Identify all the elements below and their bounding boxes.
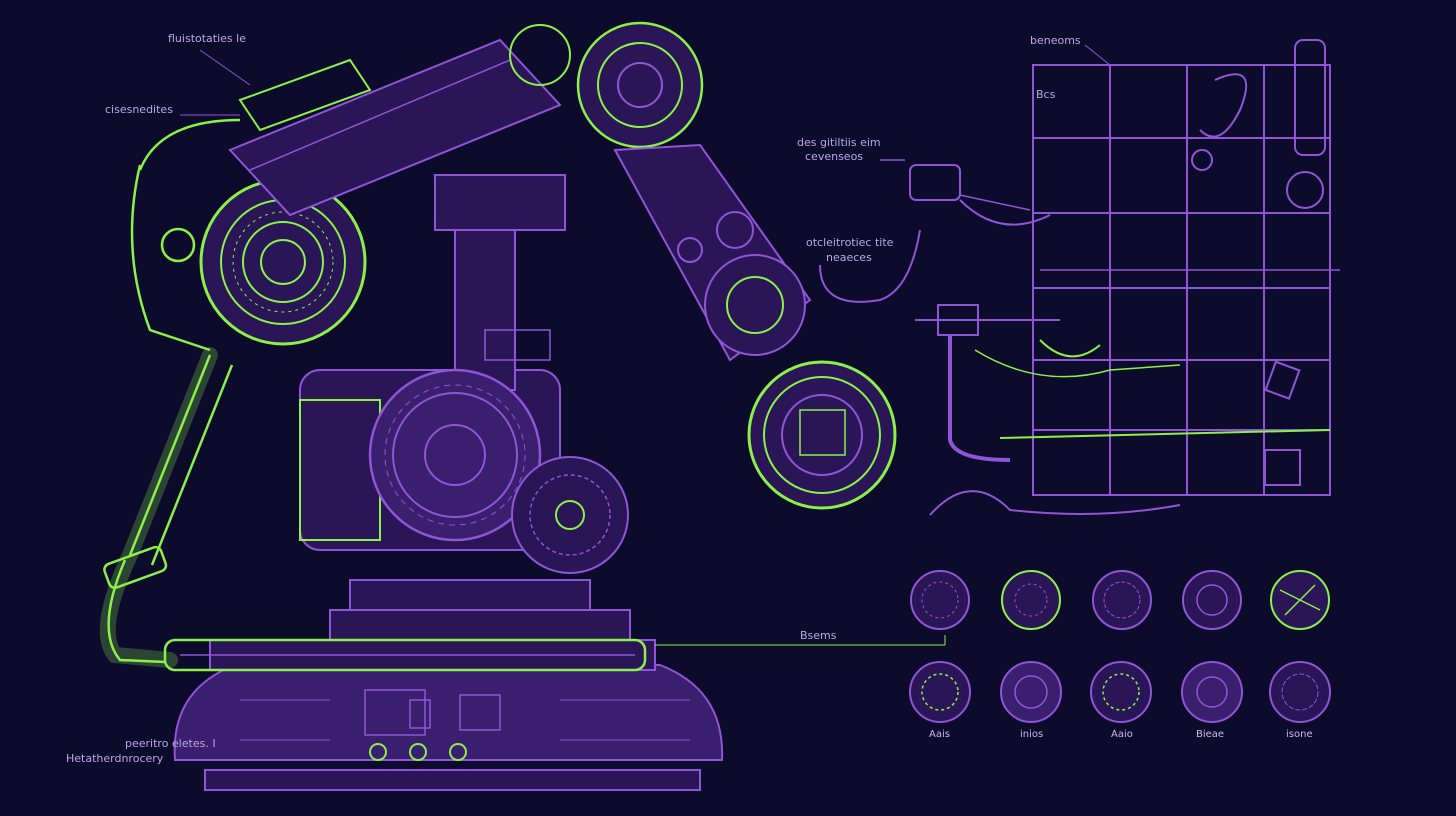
label-center-right-2a: otcleitrotiec tite bbox=[806, 236, 894, 249]
label-grid-left: Bcs bbox=[1036, 88, 1056, 101]
sample-circle-s9 bbox=[1181, 661, 1243, 723]
label-bottom-left-1: peeritro eletes. I bbox=[125, 737, 216, 750]
elbow-joint bbox=[509, 21, 704, 149]
sample-caption-s10: isone bbox=[1286, 729, 1313, 740]
base-cable-pipe bbox=[163, 635, 946, 672]
sample-circle-s2 bbox=[1001, 570, 1061, 630]
sample-circle-s5 bbox=[1270, 570, 1330, 630]
sample-circle-s4 bbox=[1182, 570, 1242, 630]
control-grid-panel bbox=[999, 39, 1340, 496]
sample-grid bbox=[909, 570, 1331, 723]
label-top-left: fluistotaties le bbox=[168, 32, 246, 45]
leader-lines bbox=[180, 44, 1111, 116]
label-left-upper: cisesnedites bbox=[105, 103, 173, 116]
sample-circle-s6 bbox=[909, 661, 971, 723]
label-center-right-1a: des gitiltiis eim bbox=[797, 136, 881, 149]
sample-circle-s7 bbox=[1000, 661, 1062, 723]
end-effector-disc bbox=[747, 360, 897, 510]
robot-base bbox=[173, 579, 724, 791]
sample-circle-s8 bbox=[1090, 661, 1152, 723]
secondary-gear bbox=[511, 456, 629, 574]
sample-caption-s6: Aais bbox=[929, 729, 950, 740]
label-center-right-2b: neaeces bbox=[826, 251, 872, 264]
sample-caption-s8: Aaio bbox=[1111, 729, 1133, 740]
label-grid-top: beneoms bbox=[1030, 34, 1081, 47]
sample-caption-s9: Bieae bbox=[1196, 729, 1224, 740]
label-center-right-1b: cevenseos bbox=[805, 150, 863, 163]
left-green-joint bbox=[160, 178, 367, 346]
main-gear bbox=[368, 368, 542, 542]
sample-caption-s7: inios bbox=[1020, 729, 1043, 740]
cable-connectors bbox=[819, 159, 1181, 516]
sample-circle-s10 bbox=[1269, 661, 1331, 723]
upper-arm bbox=[138, 38, 562, 217]
left-hose bbox=[99, 164, 234, 668]
label-base-callout: Bsems bbox=[800, 629, 837, 642]
forearm bbox=[613, 143, 812, 362]
sample-circle-s1 bbox=[910, 570, 970, 630]
label-bottom-left-2: Hetatherdnrocery bbox=[66, 752, 164, 765]
sample-circle-s3 bbox=[1092, 570, 1152, 630]
